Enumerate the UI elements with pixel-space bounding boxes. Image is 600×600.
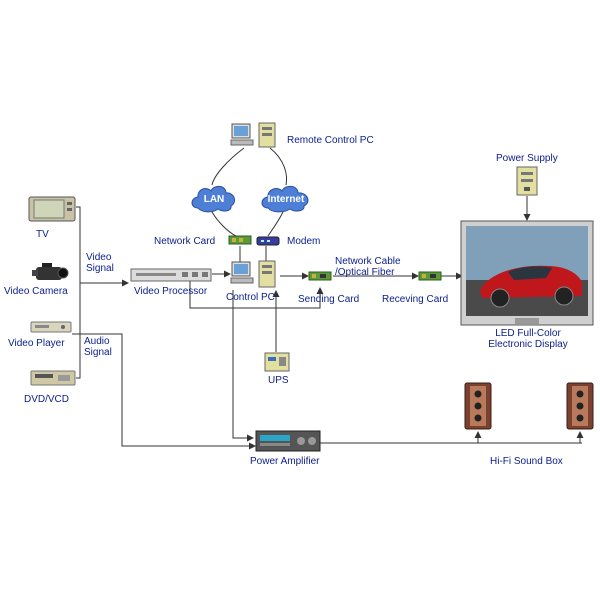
network-card-label: Network Card <box>154 236 216 247</box>
ups-icon <box>264 352 290 372</box>
led-display-icon <box>460 220 594 326</box>
power-amplifier-label: Power Amplifier <box>250 456 320 467</box>
video-signal-label-line1: Video <box>86 252 112 263</box>
control-pc-icon <box>230 260 276 288</box>
sending-card-label: Sending Card <box>298 294 360 305</box>
receiving-card-label: Receving Card <box>382 294 449 305</box>
dvd-vcd-label: DVD/VCD <box>24 394 70 405</box>
video-camera-label: Video Camera <box>4 286 68 297</box>
pc-to-amplifier-line <box>232 290 254 442</box>
lan-label: LAN <box>204 194 225 205</box>
network-cable-label-line2: /Optical Fiber <box>335 267 395 278</box>
remote-to-internet-line <box>269 147 288 186</box>
led-display-label-line2: Electronic Display <box>488 339 568 350</box>
network-card-icon <box>228 235 252 245</box>
video-player-icon <box>30 321 72 333</box>
video-processor-label: Video Processor <box>134 286 208 297</box>
remote-to-lan-line <box>211 147 245 186</box>
tv-icon <box>28 196 76 222</box>
feedback-loop-line <box>189 280 324 309</box>
ups-label: UPS <box>268 375 289 386</box>
audio-signal-line <box>72 333 256 450</box>
power-supply-icon <box>516 166 538 196</box>
internet-cloud-icon: Internet <box>261 185 309 213</box>
remote-control-pc-label: Remote Control PC <box>287 135 374 146</box>
modem-icon <box>256 236 280 246</box>
video-bus-line <box>76 206 81 379</box>
internet-to-modem-line <box>267 211 284 237</box>
power-amplifier-icon <box>255 430 321 452</box>
sending-card-icon <box>308 271 332 281</box>
receiving-card-icon <box>418 271 442 281</box>
lan-to-network-card-line <box>211 211 237 237</box>
dvd-vcd-icon <box>30 370 76 386</box>
control-pc-label: Control PC <box>226 292 275 303</box>
video-signal-label-line2: Signal <box>86 263 114 274</box>
audio-signal-label-line2: Signal <box>84 347 112 358</box>
internet-label: Internet <box>268 194 305 205</box>
lan-cloud-icon: LAN <box>191 185 236 213</box>
led-display-label-line1: LED Full-Color <box>495 328 561 339</box>
video-player-label: Video Player <box>8 338 65 349</box>
power-supply-label: Power Supply <box>496 153 558 164</box>
hifi-sound-box-label: Hi-Fi Sound Box <box>490 456 563 467</box>
video-camera-icon <box>32 263 69 280</box>
modem-label: Modem <box>287 236 321 247</box>
audio-signal-label-line1: Audio <box>84 336 110 347</box>
network-cable-label-line1: Network Cable <box>335 256 401 267</box>
left-speaker-icon <box>464 382 492 430</box>
tv-label: TV <box>36 229 49 240</box>
remote-control-pc-icon <box>230 122 276 148</box>
video-processor-icon <box>130 268 212 282</box>
right-speaker-icon <box>566 382 594 430</box>
